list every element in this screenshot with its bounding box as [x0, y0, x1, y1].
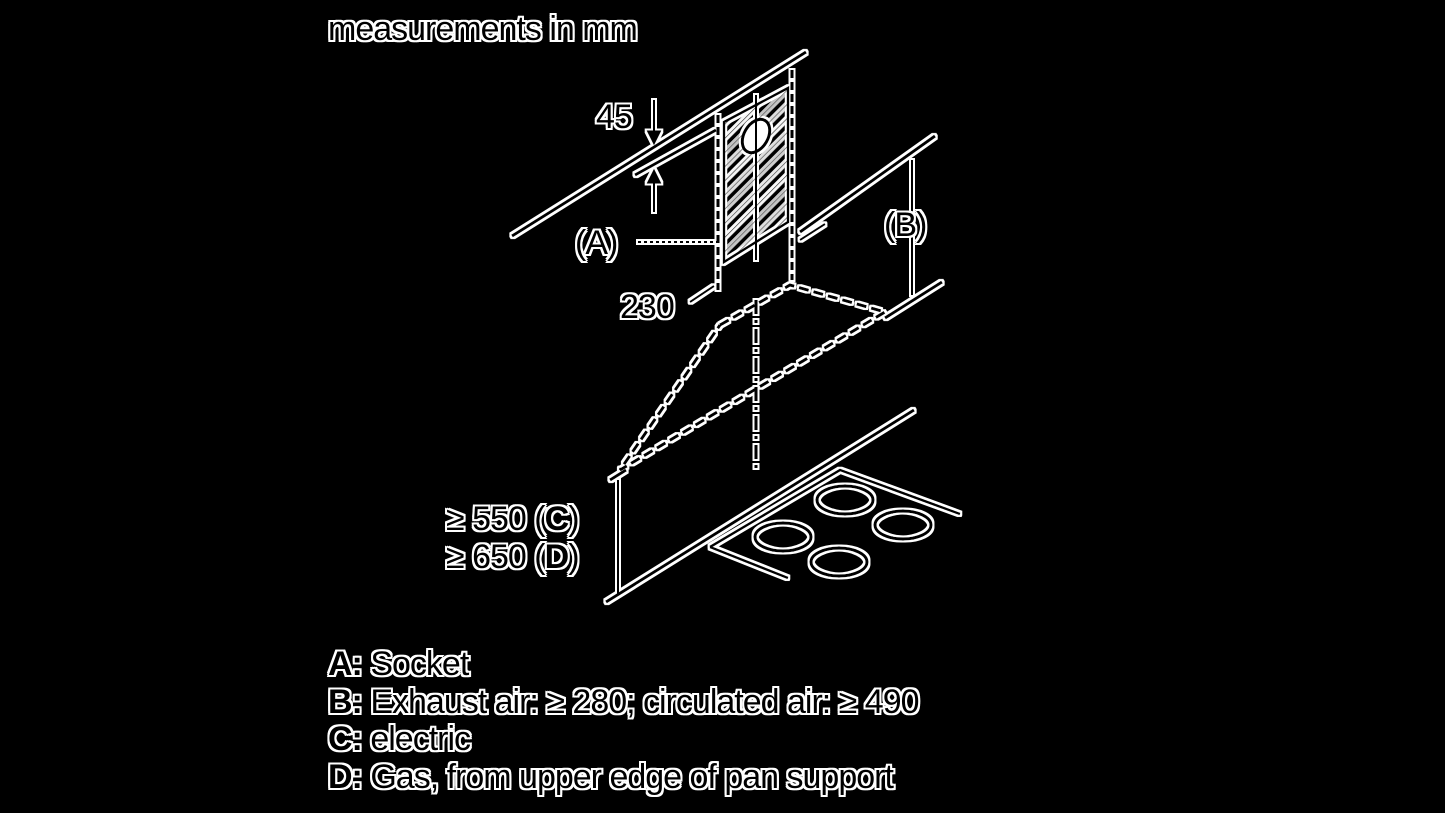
- ceiling-line: [511, 50, 807, 238]
- dimension-45: 45: [596, 98, 633, 136]
- worktop-line: [605, 408, 915, 604]
- legend-item: A: Socket: [328, 645, 469, 683]
- dimension-d: ≥ 650 (D): [446, 538, 580, 576]
- dimension-230: 230: [620, 288, 675, 326]
- legend-item: D: Gas, from upper edge of pan support: [328, 757, 894, 796]
- label-a: (A): [575, 224, 618, 262]
- legend: A: Socket B: Exhaust air: ≥ 280; circula…: [328, 645, 920, 796]
- legend-item: B: Exhaust air: ≥ 280; circulated air: ≥…: [328, 682, 920, 721]
- label-b: (B): [884, 206, 927, 244]
- legend-item: C: electric: [328, 720, 471, 758]
- dimension-c: ≥ 550 (C): [446, 500, 580, 538]
- cooktop-outline: [709, 468, 961, 549]
- diagram-title: measurements in mm: [328, 10, 638, 48]
- hood-outline: [618, 283, 889, 472]
